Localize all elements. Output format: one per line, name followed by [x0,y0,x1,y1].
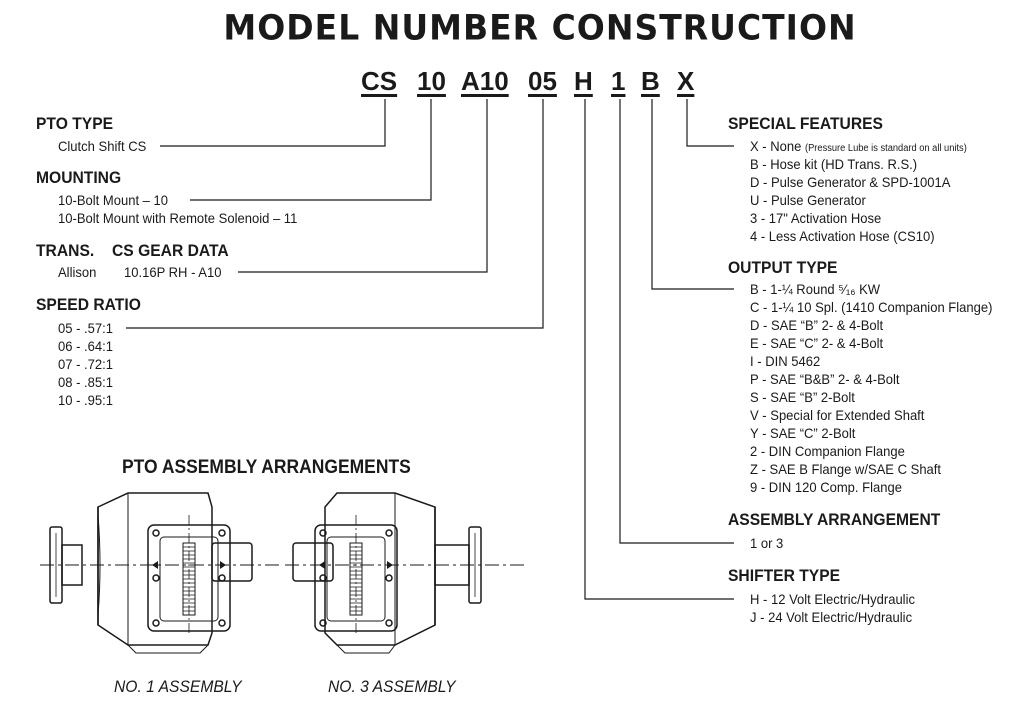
output-type-item: D - SAE “B” 2- & 4-Bolt [750,317,884,333]
special-features-item: 3 - 17" Activation Hose [750,210,882,226]
special-features-heading: SPECIAL FEATURES [728,114,883,133]
mounting-item: 10-Bolt Mount with Remote Solenoid – 11 [58,210,298,226]
trans-value: Allison [58,264,97,280]
shifter-type-item: J - 24 Volt Electric/Hydraulic [750,609,913,625]
code-segment-gear-data: A10 [461,66,509,96]
special-features-item-label: X - None [750,138,802,154]
output-type-item: C - 1-¼ 10 Spl. (1410 Companion Flange) [750,299,993,315]
leader-speed-ratio [126,99,544,329]
assembly-3-drawing [285,492,525,654]
assembly-1-drawing [40,492,280,654]
assembly-1-caption: NO. 1 ASSEMBLY [114,677,242,696]
output-type-item: E - SAE “C” 2- & 4-Bolt [750,335,884,351]
speed-ratio-heading: SPEED RATIO [36,295,141,314]
leader-special-features [686,99,734,147]
code-segment-mounting: 10 [417,66,446,96]
pto-type-heading: PTO TYPE [36,114,114,133]
output-type-item: I - DIN 5462 [750,353,821,369]
leader-assembly [619,99,734,544]
speed-ratio-item: 10 - .95:1 [58,392,114,408]
shifter-type-item: H - 12 Volt Electric/Hydraulic [750,591,915,607]
output-type-item: B - 1-¼ Round ⁵⁄₁₆ KW [750,281,881,297]
code-segment-assembly: 1 [611,66,626,96]
output-type-item: V - Special for Extended Shaft [750,407,925,423]
output-type-item: 9 - DIN 120 Comp. Flange [750,479,902,495]
special-features-item: 4 - Less Activation Hose (CS10) [750,228,935,244]
code-segment-shifter-type: H [574,66,593,96]
output-type-item: Z - SAE B Flange w/SAE C Shaft [750,461,942,477]
page-title: MODEL NUMBER CONSTRUCTION [223,7,857,48]
special-features-item: U - Pulse Generator [750,192,866,208]
output-type-item: Y - SAE “C” 2-Bolt [750,425,856,441]
speed-ratio-item: 07 - .72:1 [58,356,114,372]
code-segment-pto-type: CS [361,66,398,96]
code-segment-special-features: X [677,66,695,96]
output-type-item: 2 - DIN Companion Flange [750,443,905,459]
speed-ratio-item: 05 - .57:1 [58,320,114,336]
special-features-item: B - Hose kit (HD Trans. R.S.) [750,156,918,172]
trans-heading: TRANS. [36,241,95,260]
assembly-3-caption: NO. 3 ASSEMBLY [328,677,456,696]
leader-mounting [190,99,432,201]
output-type-item: S - SAE “B” 2-Bolt [750,389,855,405]
pto-type-item: Clutch Shift CS [58,138,147,154]
code-segment-output-type: B [641,66,660,96]
output-type-item: P - SAE “B&B” 2- & 4-Bolt [750,371,900,387]
output-type-heading: OUTPUT TYPE [728,258,838,277]
assembly-heading: PTO ASSEMBLY ARRANGEMENTS [122,457,411,478]
special-features-item: X - None (Pressure Lube is standard on a… [750,138,967,154]
leader-shifter-type [584,99,734,600]
leader-gear-data [238,99,488,273]
mounting-item: 10-Bolt Mount – 10 [58,192,169,208]
speed-ratio-item: 08 - .85:1 [58,374,114,390]
shifter-type-heading: SHIFTER TYPE [728,566,841,585]
gear-data-heading: CS GEAR DATA [112,241,229,260]
leader-pto-type [160,99,386,147]
gear-data-value: 10.16P RH - A10 [124,264,222,280]
special-features-item: D - Pulse Generator & SPD-1001A [750,174,951,190]
speed-ratio-item: 06 - .64:1 [58,338,114,354]
code-segment-speed-ratio: 05 [528,66,557,96]
assembly-arrangement-heading: ASSEMBLY ARRANGEMENT [728,510,941,529]
leader-output-type [651,99,734,290]
special-features-note: (Pressure Lube is standard on all units) [805,143,967,154]
assembly-arrangement-item: 1 or 3 [750,535,784,551]
mounting-heading: MOUNTING [36,168,122,187]
